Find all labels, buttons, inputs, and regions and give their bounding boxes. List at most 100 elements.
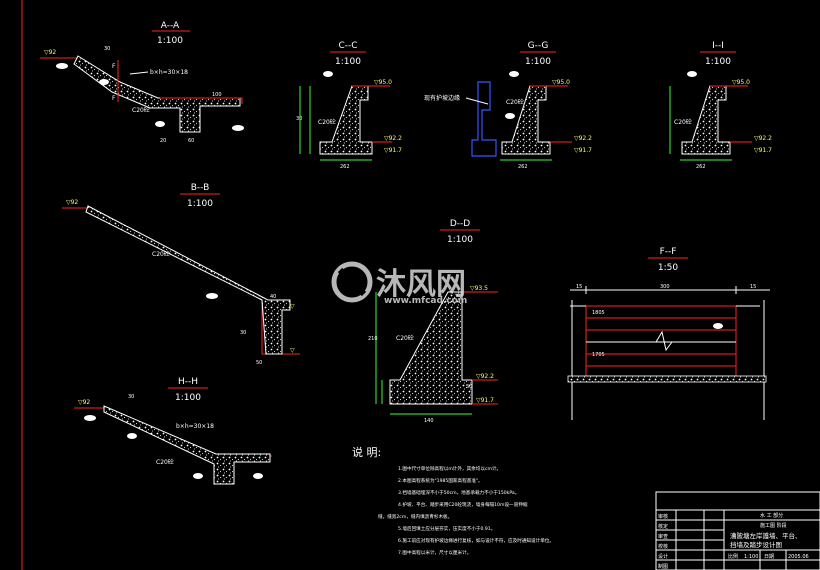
bb-c20: C20砼 xyxy=(152,250,170,258)
svg-text:▽92.2: ▽92.2 xyxy=(574,135,592,142)
watermark-logo-icon xyxy=(331,261,373,303)
ff-scale: 1:50 xyxy=(658,263,678,273)
watermark-text: 沐风网 xyxy=(376,267,466,302)
notes: 说 明: 1.图中尺寸单位除高程以m计外，其余均以cm计。 2.本图高程系统为"… xyxy=(352,445,554,556)
tb-date-label: 日期 xyxy=(764,554,774,560)
hh-slope xyxy=(103,405,271,485)
svg-text:1805: 1805 xyxy=(592,310,605,316)
tb-row-4: 校核 xyxy=(658,543,668,550)
svg-text:20: 20 xyxy=(160,138,166,144)
tb-title-1: 漕陂塘左岸護墙、平台、 xyxy=(730,531,802,540)
svg-text:50: 50 xyxy=(256,360,262,366)
section-ii: I--I 1:100 ▽95.0 ▽92.2 ▽91.7 C20砼 262 xyxy=(669,41,772,170)
bb-scale: 1:100 xyxy=(187,199,213,209)
svg-text:▽91.7: ▽91.7 xyxy=(574,147,592,154)
tb-row-2: 核定 xyxy=(658,523,668,530)
note-3: 3.挡墙基础埋深不小于50cm，地基承载力不小于150kPa。 xyxy=(398,489,519,496)
tb-scale-label: 比例 xyxy=(728,553,738,560)
cc-title: C--C xyxy=(338,41,357,51)
cc-c20: C20砼 xyxy=(318,118,336,126)
aa-scale: 1:100 xyxy=(157,36,183,46)
svg-text:▽92.2: ▽92.2 xyxy=(384,135,402,142)
svg-text:▽92.2: ▽92.2 xyxy=(754,135,772,142)
section-dd: D--D 1:100 ▽93.5 ▽92.2 ▽91.7 C20砼 140 21… xyxy=(368,219,498,424)
hh-title: H--H xyxy=(178,377,198,387)
aa-bxh: b×h=30×18 xyxy=(150,69,188,76)
note-1: 1.图中尺寸单位除高程以m计外，其余均以cm计。 xyxy=(398,465,501,472)
dd-c20: C20砼 xyxy=(396,334,414,342)
gg-c20: C20砼 xyxy=(506,98,524,106)
aa-f1: F xyxy=(112,63,116,70)
aa-title: A--A xyxy=(161,21,180,31)
ii-dim: 262 xyxy=(696,164,706,170)
ii-scale: 1:100 xyxy=(705,57,731,67)
svg-text:30: 30 xyxy=(128,394,134,400)
tb-date-value: 2005.06 xyxy=(788,554,809,560)
aa-concrete xyxy=(73,55,241,133)
tb-dept: 水 工 部分 xyxy=(760,512,783,519)
dd-wall xyxy=(389,291,473,405)
note-5: 缝，缝宽2cm，缝内填沥青杉木板。 xyxy=(378,513,452,520)
svg-text:100: 100 xyxy=(212,92,222,98)
hh-c20: C20砼 xyxy=(156,458,174,466)
gg-scale: 1:100 xyxy=(525,57,551,67)
dd-scale: 1:100 xyxy=(447,235,473,245)
tb-scale-value: 1:100 xyxy=(744,554,758,560)
dd-level-bot: ▽91.7 xyxy=(476,397,494,404)
svg-text:1705: 1705 xyxy=(592,352,605,358)
cc-scale: 1:100 xyxy=(335,57,361,67)
note-8: 7.图中高程以米计，尺寸以厘米计。 xyxy=(398,549,471,556)
cc-dim: 262 xyxy=(340,164,350,170)
tb-row-1: 审核 xyxy=(658,513,668,520)
note-6: 5.墙后回填土应分层夯实，压实度不小于0.91。 xyxy=(398,525,495,532)
svg-text:30: 30 xyxy=(104,46,110,52)
section-aa: A--A 1:100 ▽92 b×h=30×18 C20砼 F F 30 100… xyxy=(40,21,244,144)
dd-title: D--D xyxy=(450,219,470,229)
note-2: 2.本图高程系统为"1985国家高程基准"。 xyxy=(398,477,483,484)
tb-row-5: 设计 xyxy=(658,553,668,560)
section-ff: F--F 1:50 300 15 15 1805 1705 xyxy=(567,247,770,420)
dd-dim-h: 210 xyxy=(368,336,378,342)
svg-text:60: 60 xyxy=(188,138,194,144)
aa-f2: F xyxy=(112,95,116,102)
bb-title: B--B xyxy=(191,183,210,193)
section-bb: B--B 1:100 ▽92 ▽ ▽ C20砼 40 50 30 xyxy=(62,183,300,366)
svg-text:▽91.7: ▽91.7 xyxy=(384,147,402,154)
gg-dim: 262 xyxy=(518,164,528,170)
svg-text:40: 40 xyxy=(270,294,276,300)
ff-dim-l: 15 xyxy=(576,284,582,290)
ff-dim: 300 xyxy=(660,284,670,290)
tb-title-2: 挡墙及踏步设计图 xyxy=(730,540,782,549)
bb-level: ▽92 xyxy=(66,199,78,206)
section-hh: H--H 1:100 ▽92 b×h=30×18 C20砼 30 xyxy=(74,377,272,485)
notes-heading: 说 明: xyxy=(352,445,381,459)
ii-c20: C20砼 xyxy=(674,118,692,126)
svg-text:▽: ▽ xyxy=(290,347,295,354)
svg-text:30: 30 xyxy=(240,330,246,336)
ff-dim-r: 15 xyxy=(750,284,756,290)
ii-title: I--I xyxy=(712,41,724,51)
svg-text:30: 30 xyxy=(296,116,302,122)
svg-text:50: 50 xyxy=(466,384,472,390)
dd-level-top: ▽93.5 xyxy=(470,285,488,292)
svg-text:▽: ▽ xyxy=(290,303,295,310)
dd-level-mid: ▽92.2 xyxy=(476,373,494,380)
title-block: 审核 核定 审查 校核 设计 制图 水 工 部分 施工图 阶段 漕陂塘左岸護墙、… xyxy=(655,491,820,570)
aa-level: ▽92 xyxy=(44,49,56,56)
hh-level: ▽92 xyxy=(78,399,90,406)
svg-text:▽91.7: ▽91.7 xyxy=(754,147,772,154)
gg-wall xyxy=(501,85,551,155)
gg-guard-label: 现有护坡边缘 xyxy=(424,94,460,102)
gg-level-top: ▽95.0 xyxy=(552,79,570,86)
tb-phase: 施工图 阶段 xyxy=(760,522,787,529)
watermark: 沐风网 www.mfcad.com xyxy=(331,261,467,306)
section-cc: C--C 1:100 ▽95.0 ▽92.2 ▽91.7 C20砼 262 30 xyxy=(296,41,402,170)
tb-row-6: 制图 xyxy=(658,563,668,570)
aa-c20: C20砼 xyxy=(132,106,150,114)
section-gg: G--G 1:100 现有护坡边缘 C20砼 ▽95.0 ▽92.2 ▽91.7… xyxy=(424,41,592,170)
tb-row-3: 审查 xyxy=(658,533,668,540)
ff-title: F--F xyxy=(660,247,677,257)
gg-existing-guard xyxy=(471,81,497,157)
note-7: 6.施工前应对现有护坡边缘进行复核，如与设计不符，应及时通知设计单位。 xyxy=(398,537,554,544)
